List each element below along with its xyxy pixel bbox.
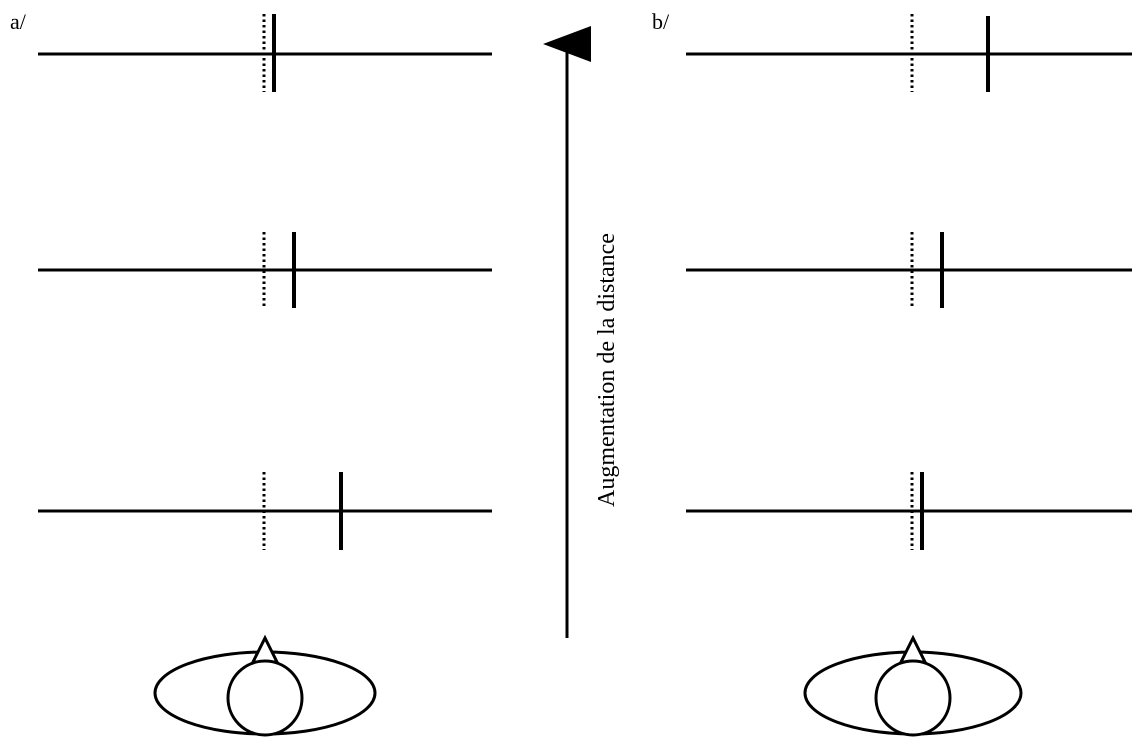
panel-a [38, 14, 492, 737]
eye-icon [803, 634, 1023, 737]
panel-b [686, 14, 1132, 737]
panel-a-row-near [38, 472, 492, 550]
eye-icon [153, 634, 377, 737]
eye-iris [874, 659, 952, 737]
eye-pupil-tip [250, 634, 280, 664]
distance-axis: Augmentation de la distance [543, 26, 620, 638]
eye-pupil-tip [898, 634, 928, 664]
panel-b-label: b/ [652, 9, 670, 34]
panel-a-row-far [38, 14, 492, 92]
panel-a-row-middle [38, 232, 492, 308]
panel-b-row-near [686, 472, 1132, 550]
eye-iris [226, 659, 304, 737]
distance-axis-label: Augmentation de la distance [594, 233, 620, 507]
panel-b-row-far [686, 14, 1132, 92]
panel-a-label: a/ [10, 9, 27, 34]
panel-b-row-middle [686, 232, 1132, 308]
